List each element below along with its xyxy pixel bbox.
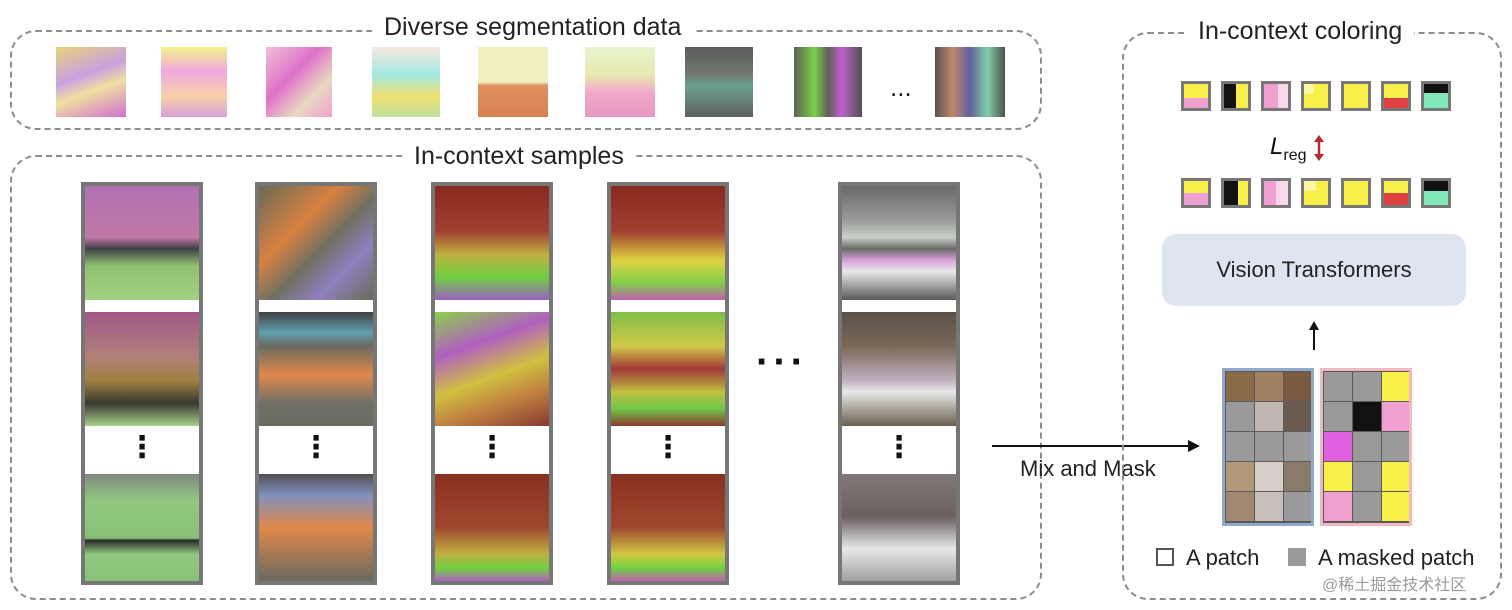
strip-vertical-dots: ⋮: [842, 428, 956, 472]
image-patch: [1255, 492, 1283, 521]
image-patch: [1226, 462, 1254, 491]
sample-image: [435, 186, 549, 300]
masked-patch: [1353, 462, 1381, 491]
segmentation-patch: [1353, 402, 1381, 431]
strip-vertical-dots: ⋮: [259, 428, 373, 472]
masked-patch: [1324, 402, 1352, 431]
segmentation-thumbnail: [478, 47, 548, 117]
sample-image: [842, 312, 956, 426]
segmentation-patch: [1382, 492, 1409, 521]
image-patch: [1255, 402, 1283, 431]
in-context-coloring-title: In-context coloring: [1186, 16, 1415, 46]
masked-patch: [1226, 402, 1254, 431]
masked-patch-legend-swatch: [1288, 548, 1306, 566]
masked-patch: [1382, 432, 1409, 461]
target-patch: [1261, 81, 1291, 111]
segmentation-thumbnail: [935, 47, 1005, 117]
predicted-patch: [1221, 178, 1251, 208]
more-thumbnails-ellipsis: ...: [890, 72, 912, 102]
watermark: @稀土掘金技术社区: [1322, 577, 1467, 594]
regression-loss-label: Lreg: [1270, 133, 1306, 165]
image-patch: [1255, 372, 1283, 401]
target-patch: [1421, 81, 1451, 111]
strip-vertical-dots: ⋮: [85, 428, 199, 472]
masked-patch: [1353, 492, 1381, 521]
strip-vertical-dots: ⋮: [435, 428, 549, 472]
masked-patch: [1255, 432, 1283, 461]
image-patch: [1226, 372, 1254, 401]
sample-strip: ⋮: [255, 182, 377, 585]
segmentation-thumbnail: [266, 47, 332, 117]
image-patch: [1284, 402, 1311, 431]
predicted-patch: [1181, 178, 1211, 208]
sample-strip: ⋮: [431, 182, 553, 585]
sample-image: [435, 474, 549, 581]
loss-double-arrow: [1314, 135, 1324, 161]
masked-segmentation-grid: [1320, 368, 1412, 526]
mix-and-mask-label: Mix and Mask: [1020, 456, 1156, 481]
masked-patch: [1284, 432, 1311, 461]
image-patch: [1284, 462, 1311, 491]
predicted-patch: [1341, 178, 1371, 208]
loss-symbol: L: [1270, 133, 1284, 160]
sample-image: [259, 186, 373, 300]
segmentation-data-title: Diverse segmentation data: [372, 12, 694, 42]
sample-image: [842, 186, 956, 300]
masked-image-grid: [1222, 368, 1314, 526]
segmentation-patch: [1382, 402, 1409, 431]
sample-image: [435, 312, 549, 426]
sample-image: [611, 312, 725, 426]
segmentation-thumbnail: [685, 47, 753, 117]
vision-transformers-block: Vision Transformers: [1162, 234, 1466, 306]
vision-transformers-label: Vision Transformers: [1216, 257, 1412, 282]
masked-patch-legend-label: A masked patch: [1318, 545, 1475, 570]
predicted-patch: [1381, 178, 1411, 208]
sample-image: [259, 474, 373, 581]
sample-image: [85, 474, 199, 581]
patch-legend-label: A patch: [1186, 545, 1260, 570]
mix-and-mask-arrow: [992, 440, 1200, 452]
sample-image: [85, 312, 199, 426]
sample-strip: ⋮: [838, 182, 960, 585]
segmentation-patch: [1382, 372, 1409, 401]
masked-patch: [1324, 372, 1352, 401]
sample-strip: ⋮: [81, 182, 203, 585]
segmentation-patch: [1324, 462, 1352, 491]
sample-image: [85, 186, 199, 300]
masked-patch: [1284, 492, 1311, 521]
more-samples-ellipsis: ···: [756, 340, 808, 384]
image-patch: [1284, 372, 1311, 401]
segmentation-thumbnail: [794, 47, 862, 117]
segmentation-thumbnail: [56, 47, 126, 117]
segmentation-patch: [1382, 462, 1409, 491]
strip-vertical-dots: ⋮: [611, 428, 725, 472]
segmentation-thumbnail: [161, 47, 227, 117]
patch-legend-swatch: [1156, 548, 1174, 566]
target-patch: [1221, 81, 1251, 111]
masked-patch: [1226, 432, 1254, 461]
sample-image: [611, 186, 725, 300]
target-patch: [1341, 81, 1371, 111]
target-patch: [1381, 81, 1411, 111]
segmentation-patch: [1324, 492, 1352, 521]
predicted-patch: [1261, 178, 1291, 208]
masked-patch: [1353, 432, 1381, 461]
masked-patch: [1353, 372, 1381, 401]
sample-strip: ⋮: [607, 182, 729, 585]
loss-subscript: reg: [1283, 146, 1307, 164]
sample-image: [611, 474, 725, 581]
segmentation-thumbnail: [372, 47, 440, 117]
input-up-arrow: [1309, 321, 1319, 350]
segmentation-thumbnail: [585, 47, 655, 117]
image-patch: [1226, 492, 1254, 521]
sample-image: [259, 312, 373, 426]
in-context-samples-title: In-context samples: [402, 141, 636, 171]
image-patch: [1255, 462, 1283, 491]
predicted-patch: [1301, 178, 1331, 208]
target-patch: [1181, 81, 1211, 111]
target-patch: [1301, 81, 1331, 111]
predicted-patch: [1421, 178, 1451, 208]
sample-image: [842, 474, 956, 581]
segmentation-patch: [1324, 432, 1352, 461]
